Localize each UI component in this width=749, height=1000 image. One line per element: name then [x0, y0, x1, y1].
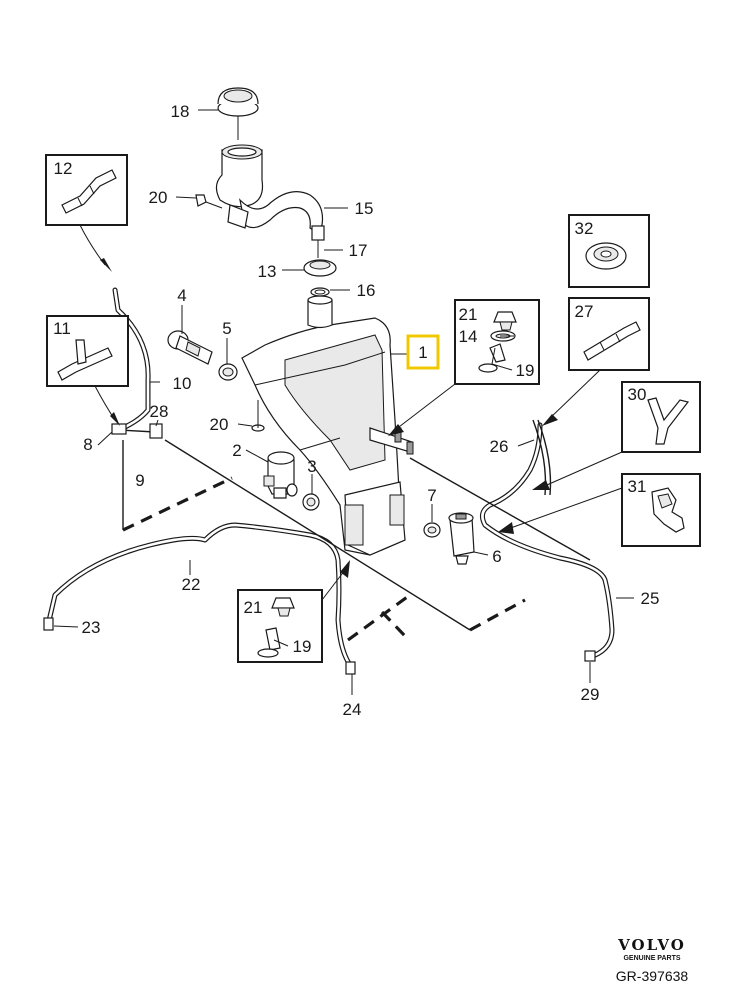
- callout-13: 13: [258, 262, 277, 281]
- callout-9: 9: [135, 471, 144, 490]
- callout-18: 18: [171, 102, 190, 121]
- hose-25: [479, 422, 615, 660]
- inset-box-27: [542, 297, 650, 426]
- inset-box-31: [498, 473, 701, 547]
- callout-2: 2: [232, 441, 241, 460]
- callout-6: 6: [492, 547, 501, 566]
- callout-7: 7: [427, 486, 436, 505]
- hose-end-24: [345, 661, 356, 675]
- callout-14: 14: [459, 327, 478, 346]
- bolt-20-upper: [195, 194, 223, 209]
- callout-20-upper: 20: [149, 188, 168, 207]
- callout-11: 11: [53, 319, 71, 338]
- callout-28: 28: [150, 402, 169, 421]
- inset-box-32: [568, 214, 650, 288]
- callout-21-lower: 21: [244, 598, 263, 617]
- callout-25: 25: [641, 589, 660, 608]
- callout-20-lower: 20: [210, 415, 229, 434]
- brand-tagline: GENUINE PARTS: [623, 955, 680, 962]
- callout-4: 4: [177, 286, 186, 305]
- callout-19-upper: 19: [516, 361, 535, 380]
- footer: VOLVO GENUINE PARTS GR-397638: [616, 936, 689, 984]
- callout-24: 24: [343, 700, 362, 719]
- callout-16: 16: [357, 281, 376, 300]
- brand-logo: VOLVO: [617, 936, 686, 954]
- hose-10: [112, 287, 151, 431]
- filler-neck: [215, 144, 325, 258]
- callout-22: 22: [182, 575, 201, 594]
- grommet-3: [302, 493, 320, 511]
- pump-6: [448, 512, 475, 565]
- grommet-7: [423, 522, 441, 538]
- inset-box-11: [46, 315, 129, 426]
- grommet-5: [218, 363, 238, 381]
- dashed-routing: [122, 476, 526, 642]
- callout-1: 1: [418, 343, 427, 362]
- joiner-8: [111, 423, 127, 435]
- connector-28: [149, 423, 163, 439]
- highlight-box-part-1: [406, 334, 440, 370]
- leader-lines: [53, 109, 634, 695]
- inset-box-21-19: [237, 560, 350, 663]
- inset-box-30: [532, 381, 701, 490]
- bolt-20-lower: [251, 400, 265, 432]
- callout-23: 23: [82, 618, 101, 637]
- callout-27: 27: [575, 302, 594, 321]
- callout-26: 26: [490, 437, 509, 456]
- cap: [217, 87, 259, 140]
- oring-16: [310, 287, 330, 297]
- seal-13: [303, 259, 337, 277]
- callout-15: 15: [355, 199, 374, 218]
- hose-end-23: [43, 617, 54, 631]
- callout-31: 31: [628, 477, 647, 496]
- hose-end-29: [584, 650, 596, 662]
- callout-labels: 1 2 3 4 5 6 7 8 9 10 11 12 13 14 15 16 1…: [53, 102, 659, 719]
- callout-12: 12: [54, 159, 73, 178]
- callout-19-lower: 19: [293, 637, 312, 656]
- callout-21-upper: 21: [459, 305, 478, 324]
- callout-10: 10: [173, 374, 192, 393]
- diagram-reference: GR-397638: [616, 968, 689, 984]
- callout-32: 32: [575, 219, 594, 238]
- washer-reservoir: [241, 295, 414, 556]
- level-sensor-4: [167, 330, 213, 365]
- callout-3: 3: [307, 457, 316, 476]
- connecting-lines: [164, 439, 591, 631]
- callout-30: 30: [628, 385, 647, 404]
- pump-2: [263, 451, 298, 499]
- inset-box-12: [45, 154, 128, 272]
- hose-22: [45, 522, 353, 668]
- callout-29: 29: [581, 685, 600, 704]
- callout-17: 17: [349, 241, 368, 260]
- callout-5: 5: [222, 319, 231, 338]
- inset-box-21-14-19: [388, 299, 540, 436]
- callout-8: 8: [83, 435, 92, 454]
